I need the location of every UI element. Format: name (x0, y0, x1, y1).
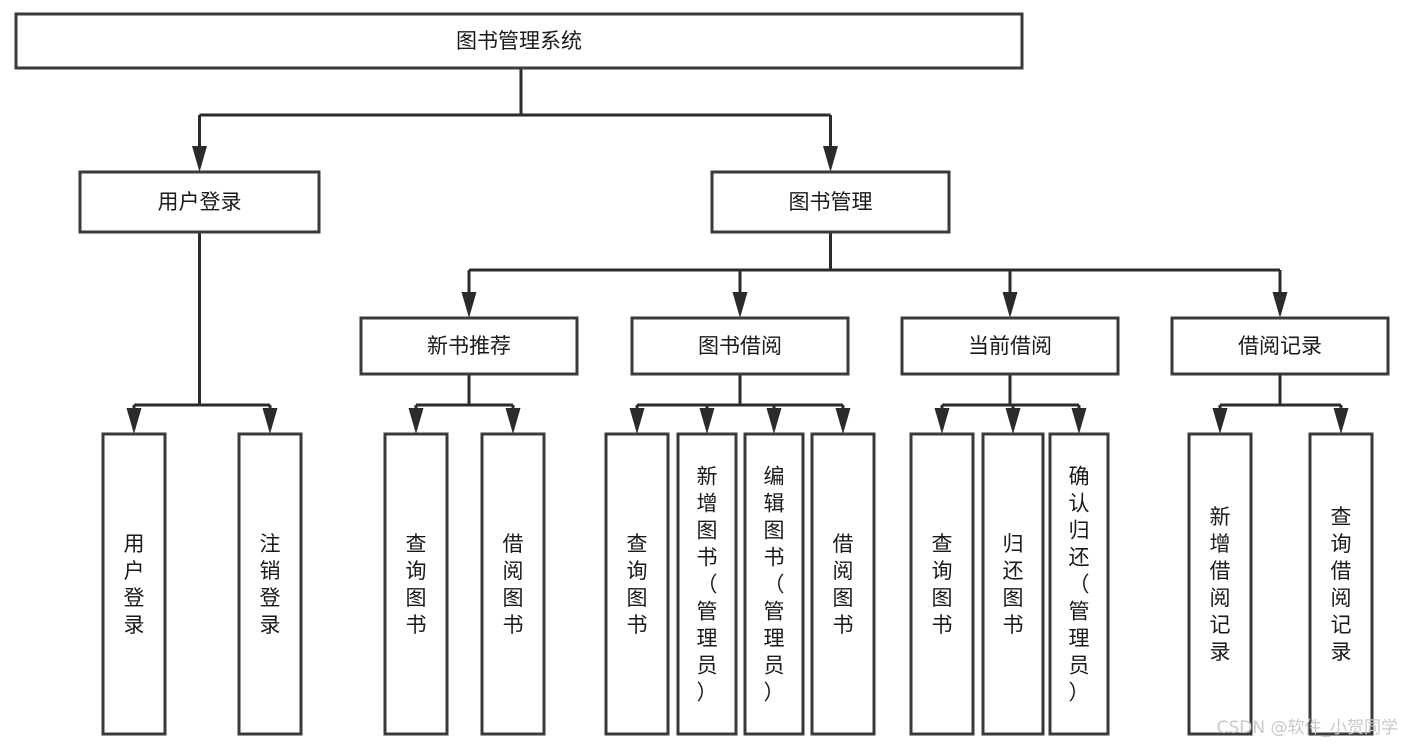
node-leaf-add-record-label: 新增借阅记录 (1210, 505, 1231, 664)
new-book-recommend-branch-1-arrowhead (505, 408, 521, 434)
node-book-manage-label: 图书管理 (789, 190, 873, 214)
book-manage-branch-3-arrowhead (1272, 292, 1288, 318)
book-borrow-branch-1-arrowhead (699, 408, 715, 434)
node-leaf-user-login-label: 用户登录 (124, 532, 145, 637)
node-layer: 图书管理系统用户登录图书管理新书推荐图书借阅当前借阅借阅记录用户登录注销登录查询… (14, 12, 1390, 736)
node-book-borrow-label: 图书借阅 (698, 334, 782, 358)
node-leaf-user-login-box[interactable] (101, 432, 167, 736)
node-new-book-recommend-box[interactable] (359, 316, 579, 376)
node-new-book-recommend-label: 新书推荐 (427, 334, 511, 358)
node-book-manage-box[interactable] (710, 170, 951, 234)
node-current-borrow-label: 当前借阅 (968, 334, 1052, 358)
node-leaf-query-book-1-label: 查询图书 (406, 532, 427, 637)
node-leaf-borrow-book-1-box[interactable] (480, 432, 546, 736)
node-leaf-query-book-2-label: 查询图书 (627, 532, 648, 637)
node-leaf-add-book-label: 新增图书（管理员） (697, 465, 718, 705)
current-borrow-branch-0-arrowhead (934, 408, 950, 434)
csdn-watermark: CSDN @软件_小贺同学 (1217, 718, 1398, 738)
current-borrow-branch-1-arrowhead (1005, 408, 1021, 434)
node-borrow-record-label: 借阅记录 (1238, 334, 1322, 358)
node-leaf-query-book-2-box[interactable] (604, 432, 670, 736)
node-leaf-edit-book-label: 编辑图书（管理员） (764, 465, 785, 705)
node-borrow-record-box[interactable] (1170, 316, 1390, 376)
node-leaf-borrow-book-1-label: 借阅图书 (503, 532, 524, 637)
book-manage-branch-1-arrowhead (732, 292, 748, 318)
node-leaf-logout-box[interactable] (237, 432, 303, 736)
node-leaf-return-book-box[interactable] (981, 432, 1045, 736)
borrow-record-branch-0-arrowhead (1212, 408, 1228, 434)
node-leaf-query-record-box[interactable] (1308, 432, 1374, 736)
book-borrow-branch-0-arrowhead (629, 408, 645, 434)
node-leaf-add-record-box[interactable] (1187, 432, 1253, 736)
node-user-login-label: 用户登录 (158, 190, 242, 214)
root-branch-1-arrowhead (823, 146, 838, 172)
borrow-record-branch-1-arrowhead (1333, 408, 1349, 434)
node-book-borrow-box[interactable] (630, 316, 850, 376)
node-current-borrow-box[interactable] (900, 316, 1120, 376)
node-leaf-borrow-book-2-box[interactable] (810, 432, 876, 736)
node-root-box[interactable] (14, 12, 1024, 70)
node-leaf-logout-label: 注销登录 (260, 532, 281, 637)
book-manage-branch-0-arrowhead (461, 292, 477, 318)
connector-layer (126, 68, 1349, 434)
user-login-branch-1-arrowhead (262, 408, 278, 434)
node-leaf-borrow-book-2-label: 借阅图书 (833, 532, 854, 637)
book-manage-branch-2-arrowhead (1002, 292, 1018, 318)
user-login-branch-0-arrowhead (126, 408, 142, 434)
node-root-label: 图书管理系统 (456, 29, 582, 53)
node-leaf-query-book-1-box[interactable] (383, 432, 449, 736)
node-leaf-query-book-3-box[interactable] (909, 432, 975, 736)
node-leaf-add-book-box[interactable] (676, 432, 738, 736)
node-leaf-edit-book-box[interactable] (743, 432, 805, 736)
book-borrow-branch-3-arrowhead (835, 408, 851, 434)
node-leaf-query-book-3-label: 查询图书 (932, 532, 953, 637)
book-borrow-branch-2-arrowhead (766, 408, 782, 434)
node-user-login-box[interactable] (78, 170, 321, 234)
node-leaf-query-record-label: 查询借阅记录 (1331, 505, 1352, 664)
root-branch-0-arrowhead (192, 146, 207, 172)
node-leaf-return-book-label: 归还图书 (1003, 532, 1024, 637)
node-leaf-confirm-return-label: 确认归还（管理员） (1069, 465, 1090, 705)
new-book-recommend-branch-0-arrowhead (408, 408, 424, 434)
node-leaf-confirm-return-box[interactable] (1048, 432, 1110, 736)
current-borrow-branch-2-arrowhead (1071, 408, 1087, 434)
